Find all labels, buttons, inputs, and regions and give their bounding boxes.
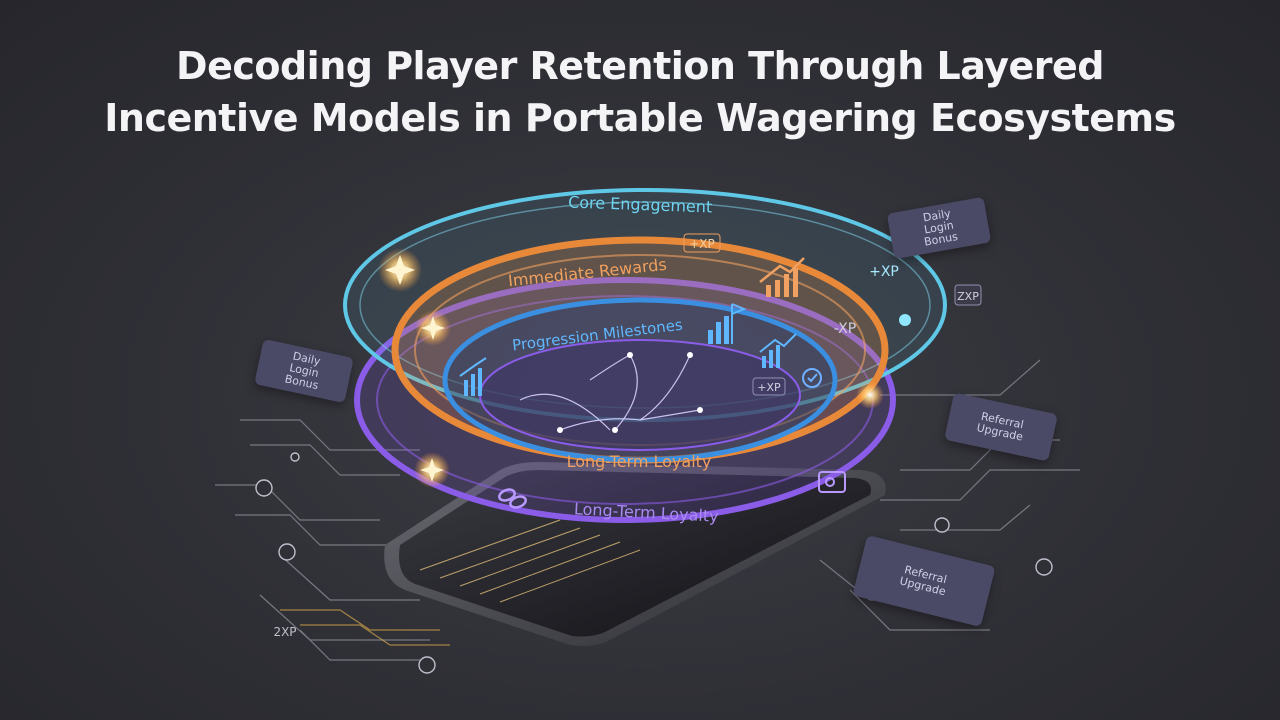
node-icon (278, 543, 296, 561)
xp-tag: +XP (869, 264, 899, 280)
screen-lines (419, 519, 641, 603)
node-icon (934, 517, 950, 533)
xp-tag: ZXP (954, 284, 982, 306)
circuit-nodes (255, 452, 1053, 674)
node-icon (255, 479, 273, 497)
xp-tag: +XP (752, 377, 786, 396)
xp-tag: 2XP (273, 625, 296, 639)
svg-text:ZXP: ZXP (957, 290, 979, 303)
xp-tag: +XP (683, 233, 721, 253)
trend-chart-icon (759, 333, 797, 368)
circuit-gold-traces (280, 609, 450, 646)
xp-tag: -XP (834, 321, 856, 337)
ring-progression (442, 297, 838, 463)
inner-nodes (557, 352, 703, 433)
bar-chart-icon (708, 303, 747, 344)
id-card-icon (818, 471, 846, 493)
badge-icon (802, 368, 822, 388)
inner-network (519, 354, 701, 431)
node-icon (1035, 558, 1053, 576)
left-chart-icon (459, 357, 487, 396)
growth-chart-icon (759, 257, 805, 297)
svg-text:+XP: +XP (757, 381, 781, 394)
svg-text:+XP: +XP (689, 237, 715, 251)
sparkle-icon (899, 314, 911, 326)
ring-label-loyalty-inner: Long-Term Loyalty (567, 452, 712, 471)
node-icon (418, 656, 436, 674)
sparkle-icon (856, 381, 884, 409)
sparkles (378, 248, 911, 488)
title-line-2: Incentive Models in Portable Wagering Ec… (104, 96, 1176, 140)
node-icon (290, 452, 300, 462)
page-title: Decoding Player Retention Through Layere… (0, 40, 1280, 144)
title-line-1: Decoding Player Retention Through Layere… (176, 44, 1104, 88)
link-icon (498, 488, 527, 509)
